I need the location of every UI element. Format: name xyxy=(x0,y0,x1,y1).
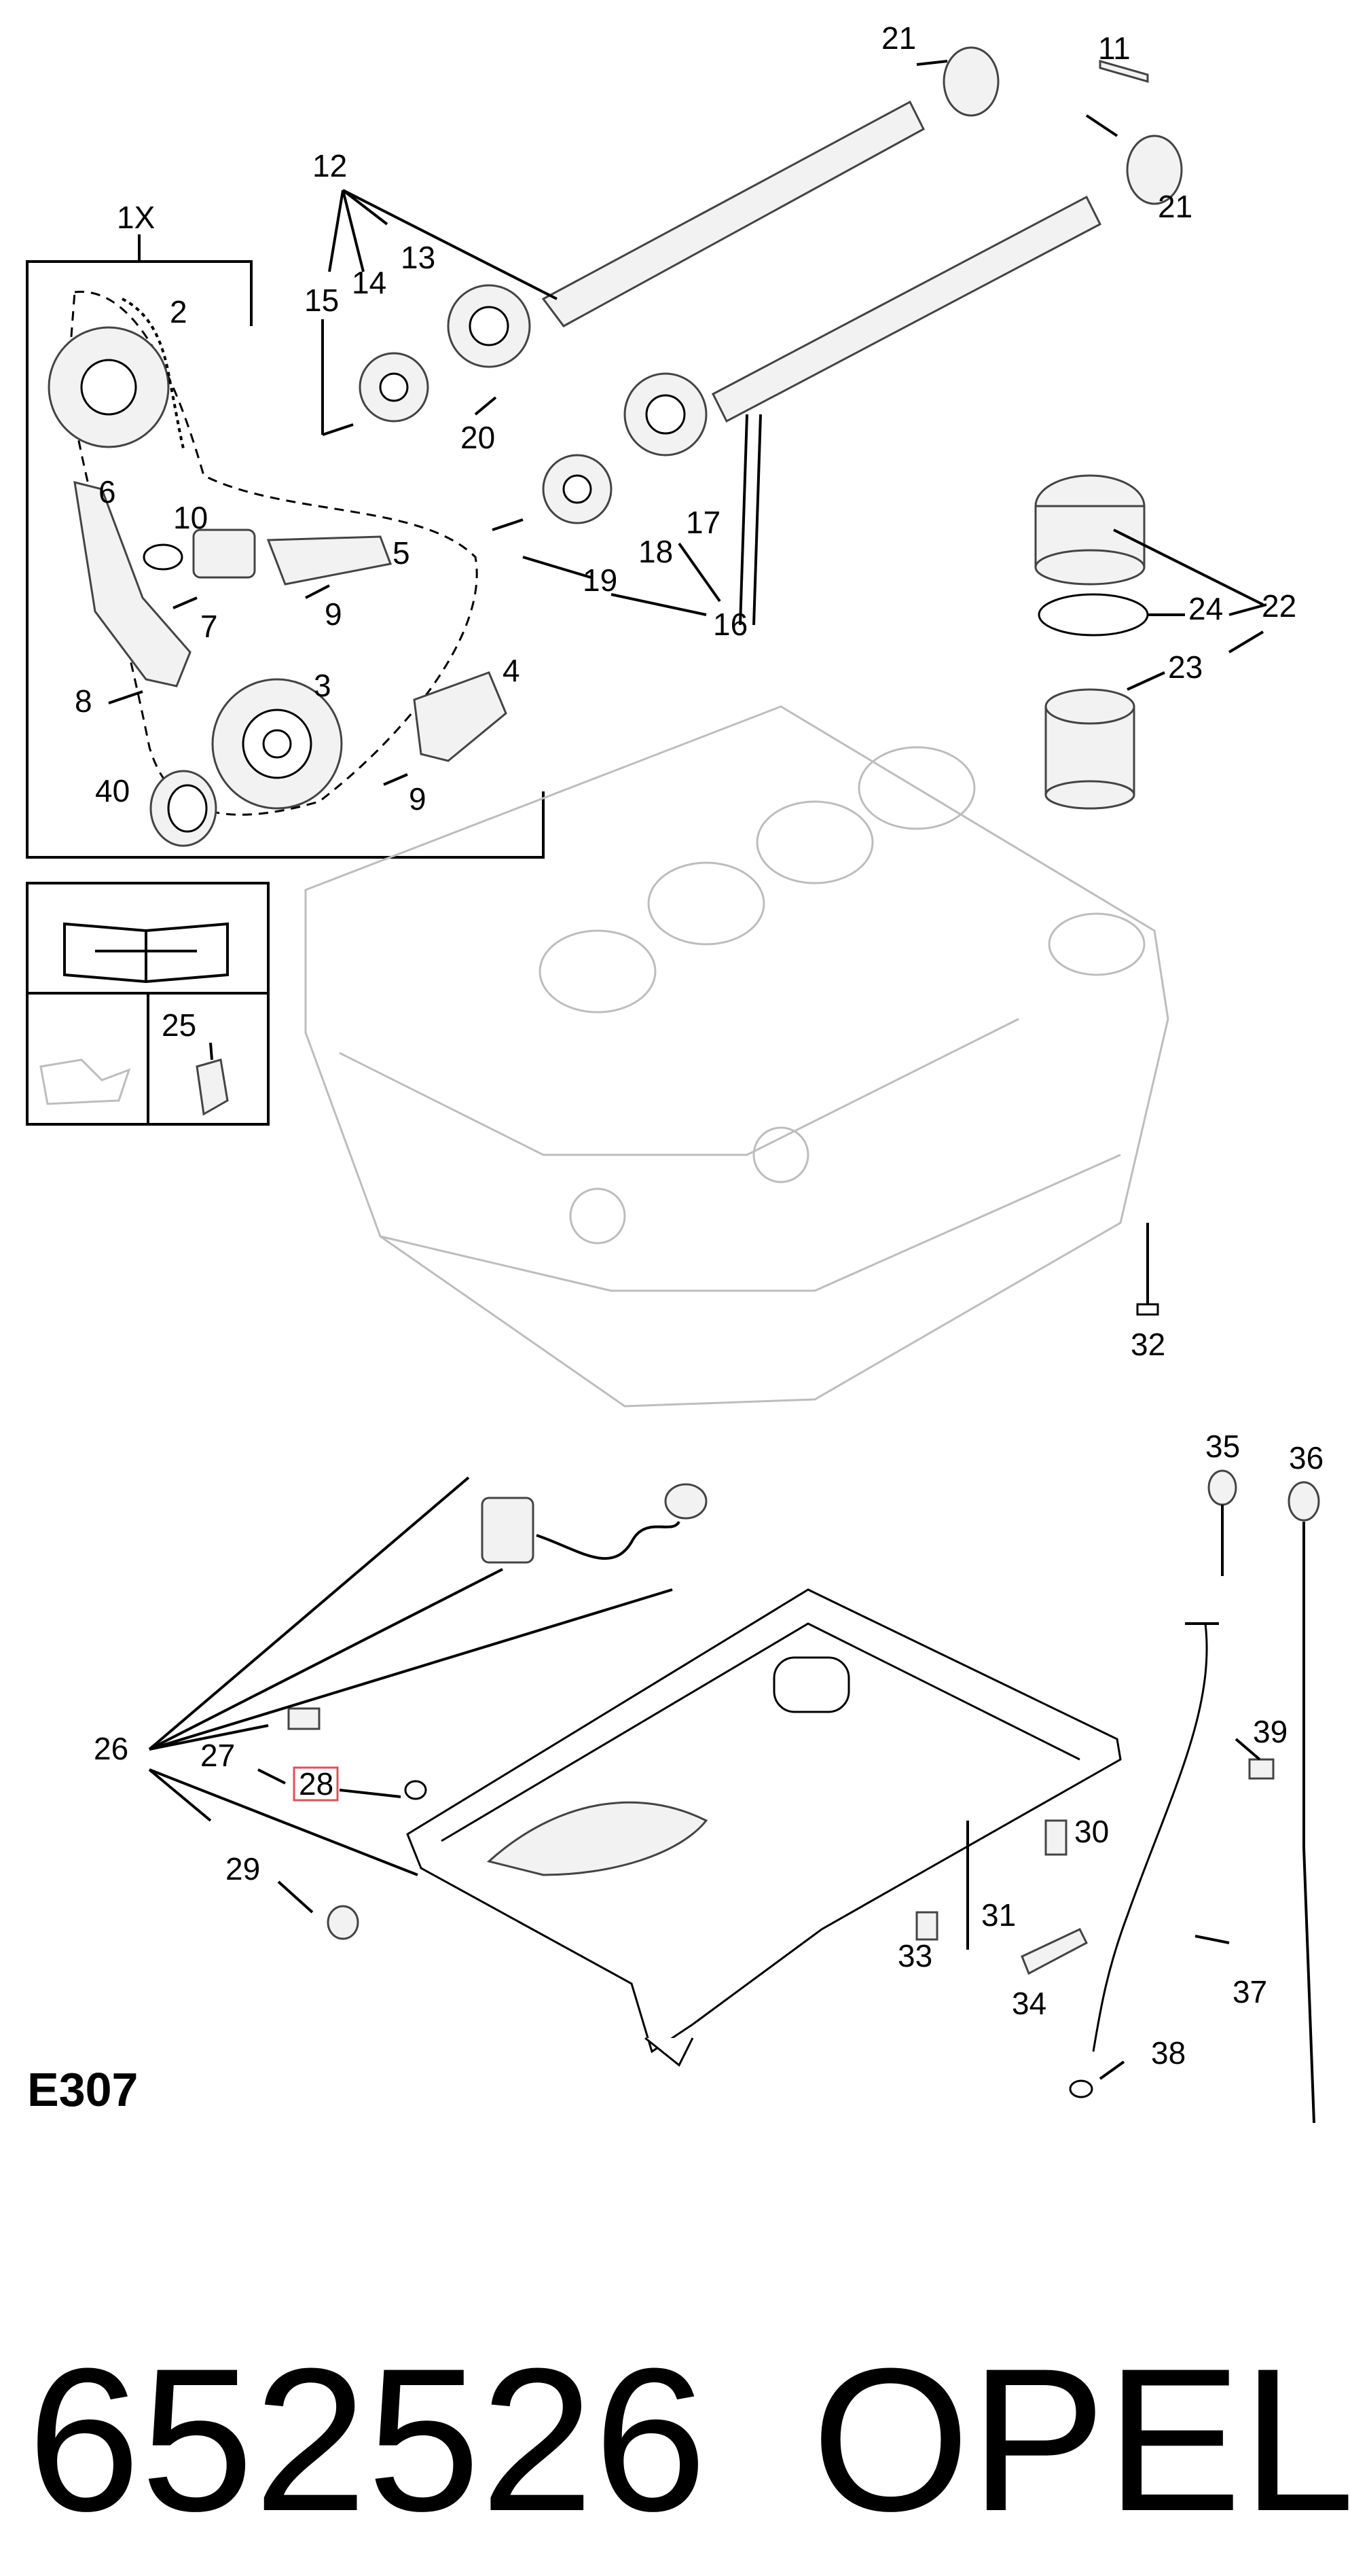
callout-22: 22 xyxy=(1262,588,1296,624)
camshafts xyxy=(322,46,1183,531)
callout-21a: 21 xyxy=(881,20,916,56)
callout-12: 12 xyxy=(312,148,347,183)
callout-7: 7 xyxy=(200,609,218,644)
callout-15: 15 xyxy=(304,283,339,318)
callout-26: 26 xyxy=(94,1731,128,1766)
callout-31: 31 xyxy=(981,1897,1016,1933)
timing-kit-box xyxy=(26,234,545,859)
callout-40: 40 xyxy=(95,773,130,808)
callout-19: 19 xyxy=(583,562,617,598)
callout-27: 27 xyxy=(200,1738,235,1773)
callout-36: 36 xyxy=(1289,1440,1324,1475)
brand-name: OPEL xyxy=(811,2325,1350,2554)
callout-9a: 9 xyxy=(325,596,342,632)
callout-11: 11 xyxy=(1098,31,1131,66)
callout-10: 10 xyxy=(173,500,208,535)
callout-33: 33 xyxy=(898,1938,932,1973)
service-info-box xyxy=(26,882,270,1126)
callout-21b: 21 xyxy=(1158,189,1192,224)
callout-17: 17 xyxy=(686,505,720,540)
part-number: 652526 xyxy=(27,2325,707,2554)
callout-30: 30 xyxy=(1074,1814,1109,1849)
callout-28-highlight xyxy=(293,1766,339,1802)
callout-1x: 1X xyxy=(117,200,155,235)
diagram-code: E307 xyxy=(27,2063,138,2116)
callout-5: 5 xyxy=(393,535,410,571)
callout-14: 14 xyxy=(352,265,386,300)
callout-8: 8 xyxy=(75,683,92,719)
leader-lines xyxy=(148,60,1267,2080)
callout-24: 24 xyxy=(1188,591,1223,626)
callout-29: 29 xyxy=(225,1851,260,1886)
callout-3: 3 xyxy=(314,668,331,703)
callout-13: 13 xyxy=(401,240,435,275)
callout-16: 16 xyxy=(713,607,748,642)
callout-9b: 9 xyxy=(409,781,426,817)
callout-32: 32 xyxy=(1131,1327,1165,1362)
callout-28: 28 xyxy=(299,1766,333,1802)
manual-wrench-icon xyxy=(63,922,229,984)
callout-39: 39 xyxy=(1253,1714,1288,1749)
oil-can-icon xyxy=(39,1058,131,1105)
oil-filter-assembly xyxy=(1034,474,1149,810)
engine-block xyxy=(304,705,1169,1408)
callout-23: 23 xyxy=(1168,649,1203,685)
callout-6: 6 xyxy=(98,474,116,509)
dipstick-assembly xyxy=(1069,1469,1320,2124)
callout-34: 34 xyxy=(1012,1986,1046,2021)
oil-pan xyxy=(287,1483,1122,2067)
sealant-tube-icon xyxy=(196,1042,229,1116)
callout-labels: 1X 2 3 4 5 6 7 8 9 9 10 11 12 13 14 15 1… xyxy=(75,20,1324,2071)
callout-35: 35 xyxy=(1205,1429,1240,1464)
callout-18: 18 xyxy=(638,534,673,569)
callout-38: 38 xyxy=(1151,2035,1186,2071)
callout-4: 4 xyxy=(503,653,520,688)
callout-25: 25 xyxy=(162,1007,196,1043)
callout-37: 37 xyxy=(1233,1974,1267,2009)
callout-20: 20 xyxy=(460,420,495,455)
callout-2: 2 xyxy=(170,294,187,329)
